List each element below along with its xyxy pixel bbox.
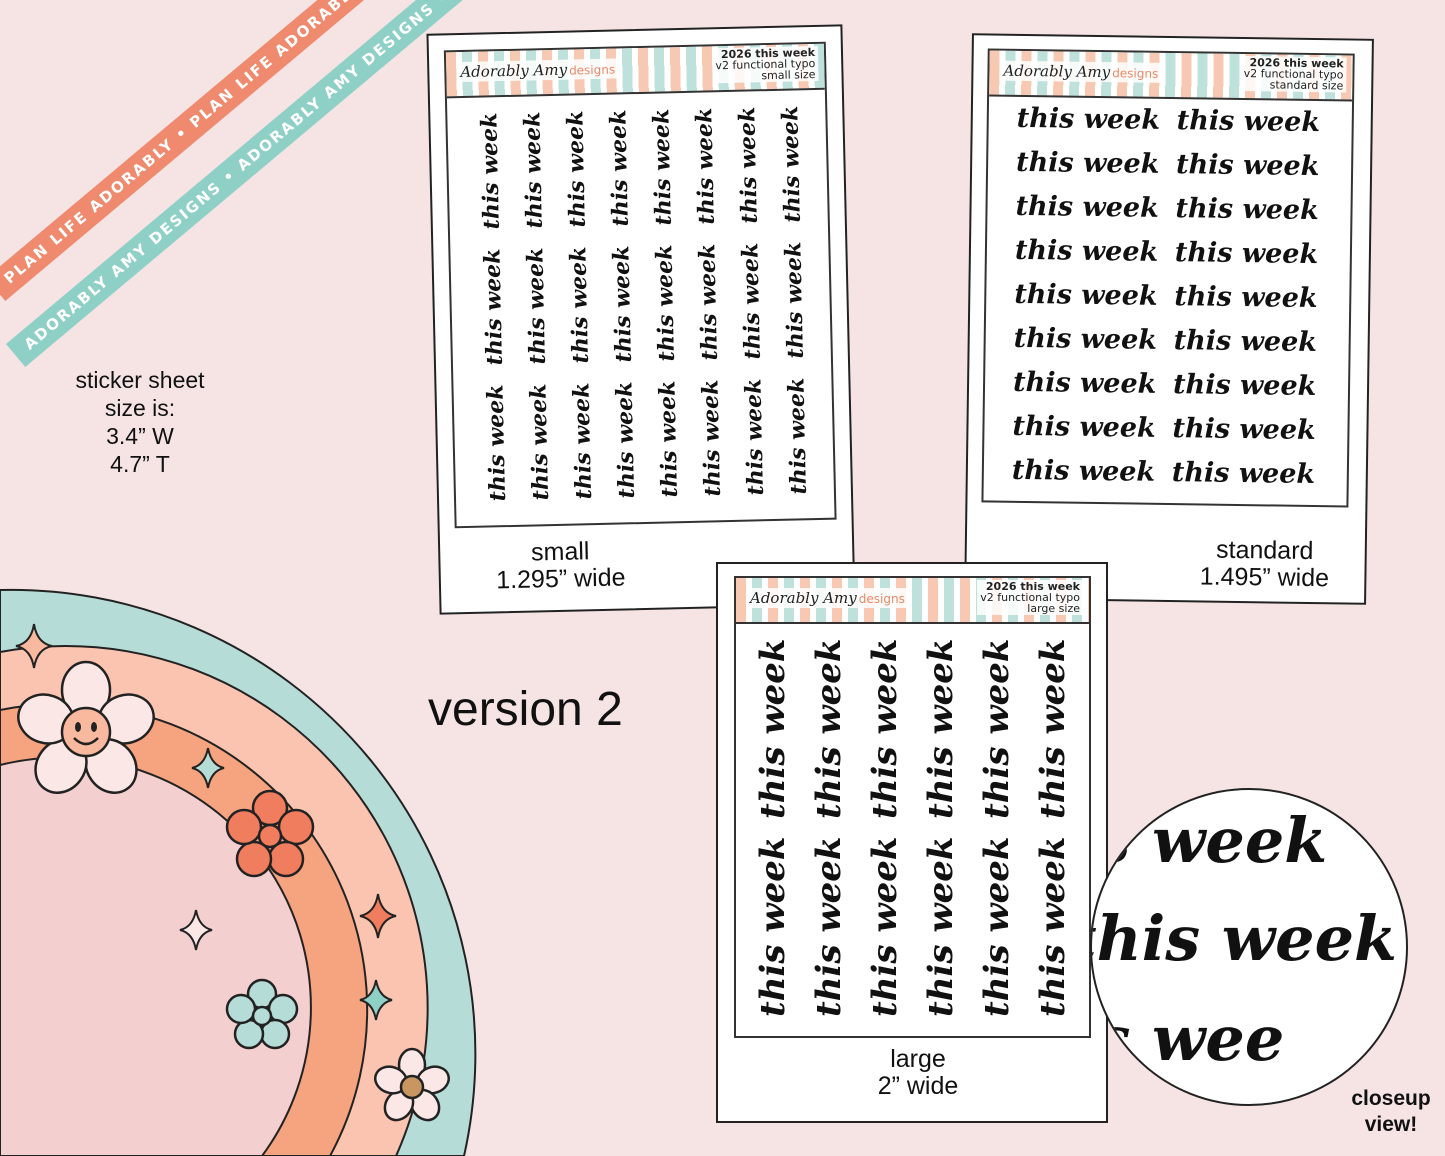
sticker-word: this week (1015, 146, 1160, 180)
sheet-header-info: 2026 this week v2 functional typo small … (712, 45, 819, 84)
sticker-grid-large: this week this week this week this week this… (748, 630, 1084, 1034)
sticker-word: this week (651, 244, 680, 363)
sticker-word: this week (648, 108, 677, 227)
sticker-word: this week (777, 105, 806, 224)
sticker-grid-standard: this week this week this week this week this… (1003, 103, 1339, 506)
caption-large: large 2” wide (877, 1045, 959, 1100)
sticker-word: this week (476, 112, 505, 231)
sticker-word: this week (694, 243, 723, 362)
sparkle-icon (359, 979, 393, 1021)
sticker-word: this week (809, 638, 849, 820)
sticker-word: this week (737, 242, 766, 361)
sticker-word: this week (921, 836, 961, 1018)
size-info-width: 3.4” W (106, 423, 174, 449)
sticker-word: this week (1173, 325, 1318, 359)
sticker-word: this week (1012, 366, 1157, 400)
sticker-word: this week (753, 638, 793, 820)
sparkle-icon (15, 623, 53, 669)
sticker-word: this week (611, 381, 641, 500)
sticker-word: this week (1033, 638, 1073, 820)
sticker-word: this week (565, 246, 594, 365)
sticker-word: this week (740, 378, 770, 497)
flower-smiley-icon (17, 660, 155, 794)
sticker-word: this week (519, 111, 548, 230)
sticker-word: this week (1015, 190, 1160, 224)
sticker-word: this week (865, 836, 905, 1018)
sticker-word: this week (608, 245, 637, 364)
sticker-word: this week (783, 377, 813, 496)
sparkle-icon (191, 747, 225, 789)
zoom-line-middle: this week (1090, 902, 1397, 975)
sticker-grid-small: this week this week this week this week this… (471, 96, 826, 524)
caption-standard: standard 1.495” wide (1199, 535, 1330, 593)
closeup-zoom: is week this week is wee (1090, 788, 1408, 1106)
sticker-word: this week (568, 382, 598, 501)
sticker-word: this week (1175, 193, 1320, 227)
sticker-word: this week (1175, 149, 1320, 183)
sheet-size-info: sticker sheet size is: 3.4” W 4.7” T (40, 366, 240, 478)
size-info-height: 4.7” T (110, 451, 170, 477)
sticker-word: this week (1172, 413, 1316, 447)
sticker-word: this week (1033, 836, 1073, 1018)
sticker-word: this week (1174, 281, 1318, 315)
sticker-word: this week (482, 384, 512, 502)
sticker-word: this week (1016, 102, 1161, 136)
sticker-word: this week (605, 109, 634, 228)
flower-icon (225, 789, 315, 878)
version-label: version 2 (428, 683, 623, 736)
sticker-word: this week (1176, 105, 1321, 139)
flower-icon (374, 1047, 450, 1122)
sticker-word: this week (525, 383, 555, 501)
sticker-word: this week (479, 248, 509, 366)
sheet-header-info: 2026 this week v2 functional typo large … (977, 580, 1083, 615)
sticker-word: this week (697, 379, 727, 498)
flower-icon (225, 978, 299, 1050)
sticker-word: this week (654, 380, 684, 499)
sticker-word: this week (977, 638, 1017, 820)
sticker-word: this week (1171, 457, 1316, 491)
sticker-word: this week (809, 836, 849, 1018)
sticker-word: this week (1014, 234, 1159, 268)
zoom-line-bottom: is wee (1090, 1002, 1285, 1075)
rainbow-decoration (0, 588, 477, 1156)
closeup-caption: closeup view! (1351, 1087, 1431, 1136)
sparkle-icon (359, 893, 397, 939)
sparkle-icon (179, 909, 213, 951)
sticker-word: this week (1013, 322, 1158, 356)
sticker-word: this week (1174, 237, 1319, 271)
sticker-word: this week (780, 241, 809, 360)
sticker-word: this week (1012, 410, 1156, 444)
sticker-word: this week (921, 638, 961, 820)
sheet-header-info: 2026 this week v2 functional typo standa… (1240, 55, 1347, 93)
sticker-word: this week (522, 247, 551, 366)
sticker-word: this week (1014, 278, 1158, 312)
sticker-word: this week (691, 107, 720, 226)
sticker-word: this week (865, 638, 905, 820)
zoom-line-top: is week (1090, 804, 1328, 877)
sticker-word: this week (753, 836, 793, 1018)
sticker-word: this week (1172, 369, 1317, 403)
size-info-line1: sticker sheet (75, 367, 205, 393)
sticker-word: this week (562, 110, 591, 229)
sticker-word: this week (1011, 454, 1156, 488)
sticker-word: this week (977, 836, 1017, 1018)
sticker-word: this week (734, 106, 763, 225)
size-info-line2: size is: (104, 395, 176, 421)
